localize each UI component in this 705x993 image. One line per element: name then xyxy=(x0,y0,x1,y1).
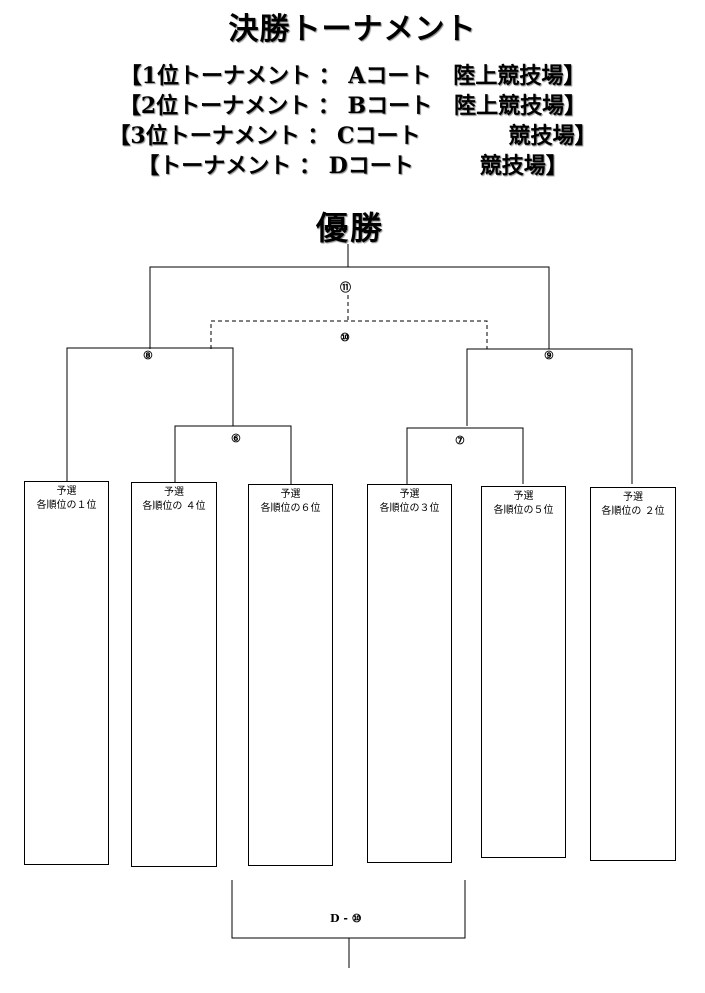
entry-slot-2-line1: 予選 xyxy=(164,487,184,498)
entry-slot-1-line1: 予選 xyxy=(56,486,77,497)
entry-slot-4-line2: 各順位の３位 xyxy=(379,503,440,514)
entry-slot-1: 予選 各順位の１位 xyxy=(24,481,109,865)
venue-line-1: 【1位トーナメント ： Aコート 陸上競技場】 xyxy=(119,63,586,89)
match-9-label: ⑨ xyxy=(544,349,554,362)
d10-bracket xyxy=(231,880,466,939)
entry-slot-6: 予選 各順位の ２位 xyxy=(590,487,676,861)
champion-label: 優勝 xyxy=(315,209,384,247)
entry-slot-2: 予選 各順位の ４位 xyxy=(131,482,217,867)
entry-slot-5-line1: 予選 xyxy=(513,491,534,502)
page-title: 決勝トーナメント xyxy=(228,12,477,47)
quarter-left-bracket xyxy=(174,425,292,484)
match-10-label: ⑩ xyxy=(340,331,350,344)
entry-slot-3-line2: 各順位の６位 xyxy=(260,503,321,514)
entry-slot-4: 予選 各順位の３位 xyxy=(367,484,452,863)
entry-slot-5-line2: 各順位の５位 xyxy=(493,505,554,516)
match-8-label: ⑧ xyxy=(143,349,153,362)
d10-label: D - ⑩ xyxy=(330,912,362,925)
third-place-bracket xyxy=(210,320,488,349)
entry-slot-3: 予選 各順位の６位 xyxy=(248,484,333,866)
semifinal-right-bracket xyxy=(466,348,633,484)
entry-slot-3-line1: 予選 xyxy=(280,489,301,500)
venue-line-3: 【3位トーナメント ： Cコート 競技場】 xyxy=(108,123,597,149)
final-bracket xyxy=(149,266,550,349)
entry-slot-1-line2: 各順位の１位 xyxy=(36,500,97,511)
entry-slot-2-line2: 各順位の ４位 xyxy=(142,501,206,512)
match-6-label: ⑥ xyxy=(231,432,241,445)
semifinal-left-bracket xyxy=(66,347,234,484)
entry-slot-4-line1: 予選 xyxy=(399,489,420,500)
venue-line-2: 【2位トーナメント ： Bコート 陸上競技場】 xyxy=(118,93,587,119)
entry-slot-5: 予選 各順位の５位 xyxy=(481,486,566,858)
entry-slot-6-line2: 各順位の ２位 xyxy=(601,506,665,517)
venue-line-4: 【トーナメント ： Dコート 競技場】 xyxy=(137,153,568,179)
match-7-label: ⑦ xyxy=(455,434,465,447)
match-11-label: ⑪ xyxy=(340,281,351,294)
quarter-right-bracket xyxy=(406,427,524,484)
entry-slot-6-line1: 予選 xyxy=(623,492,643,503)
